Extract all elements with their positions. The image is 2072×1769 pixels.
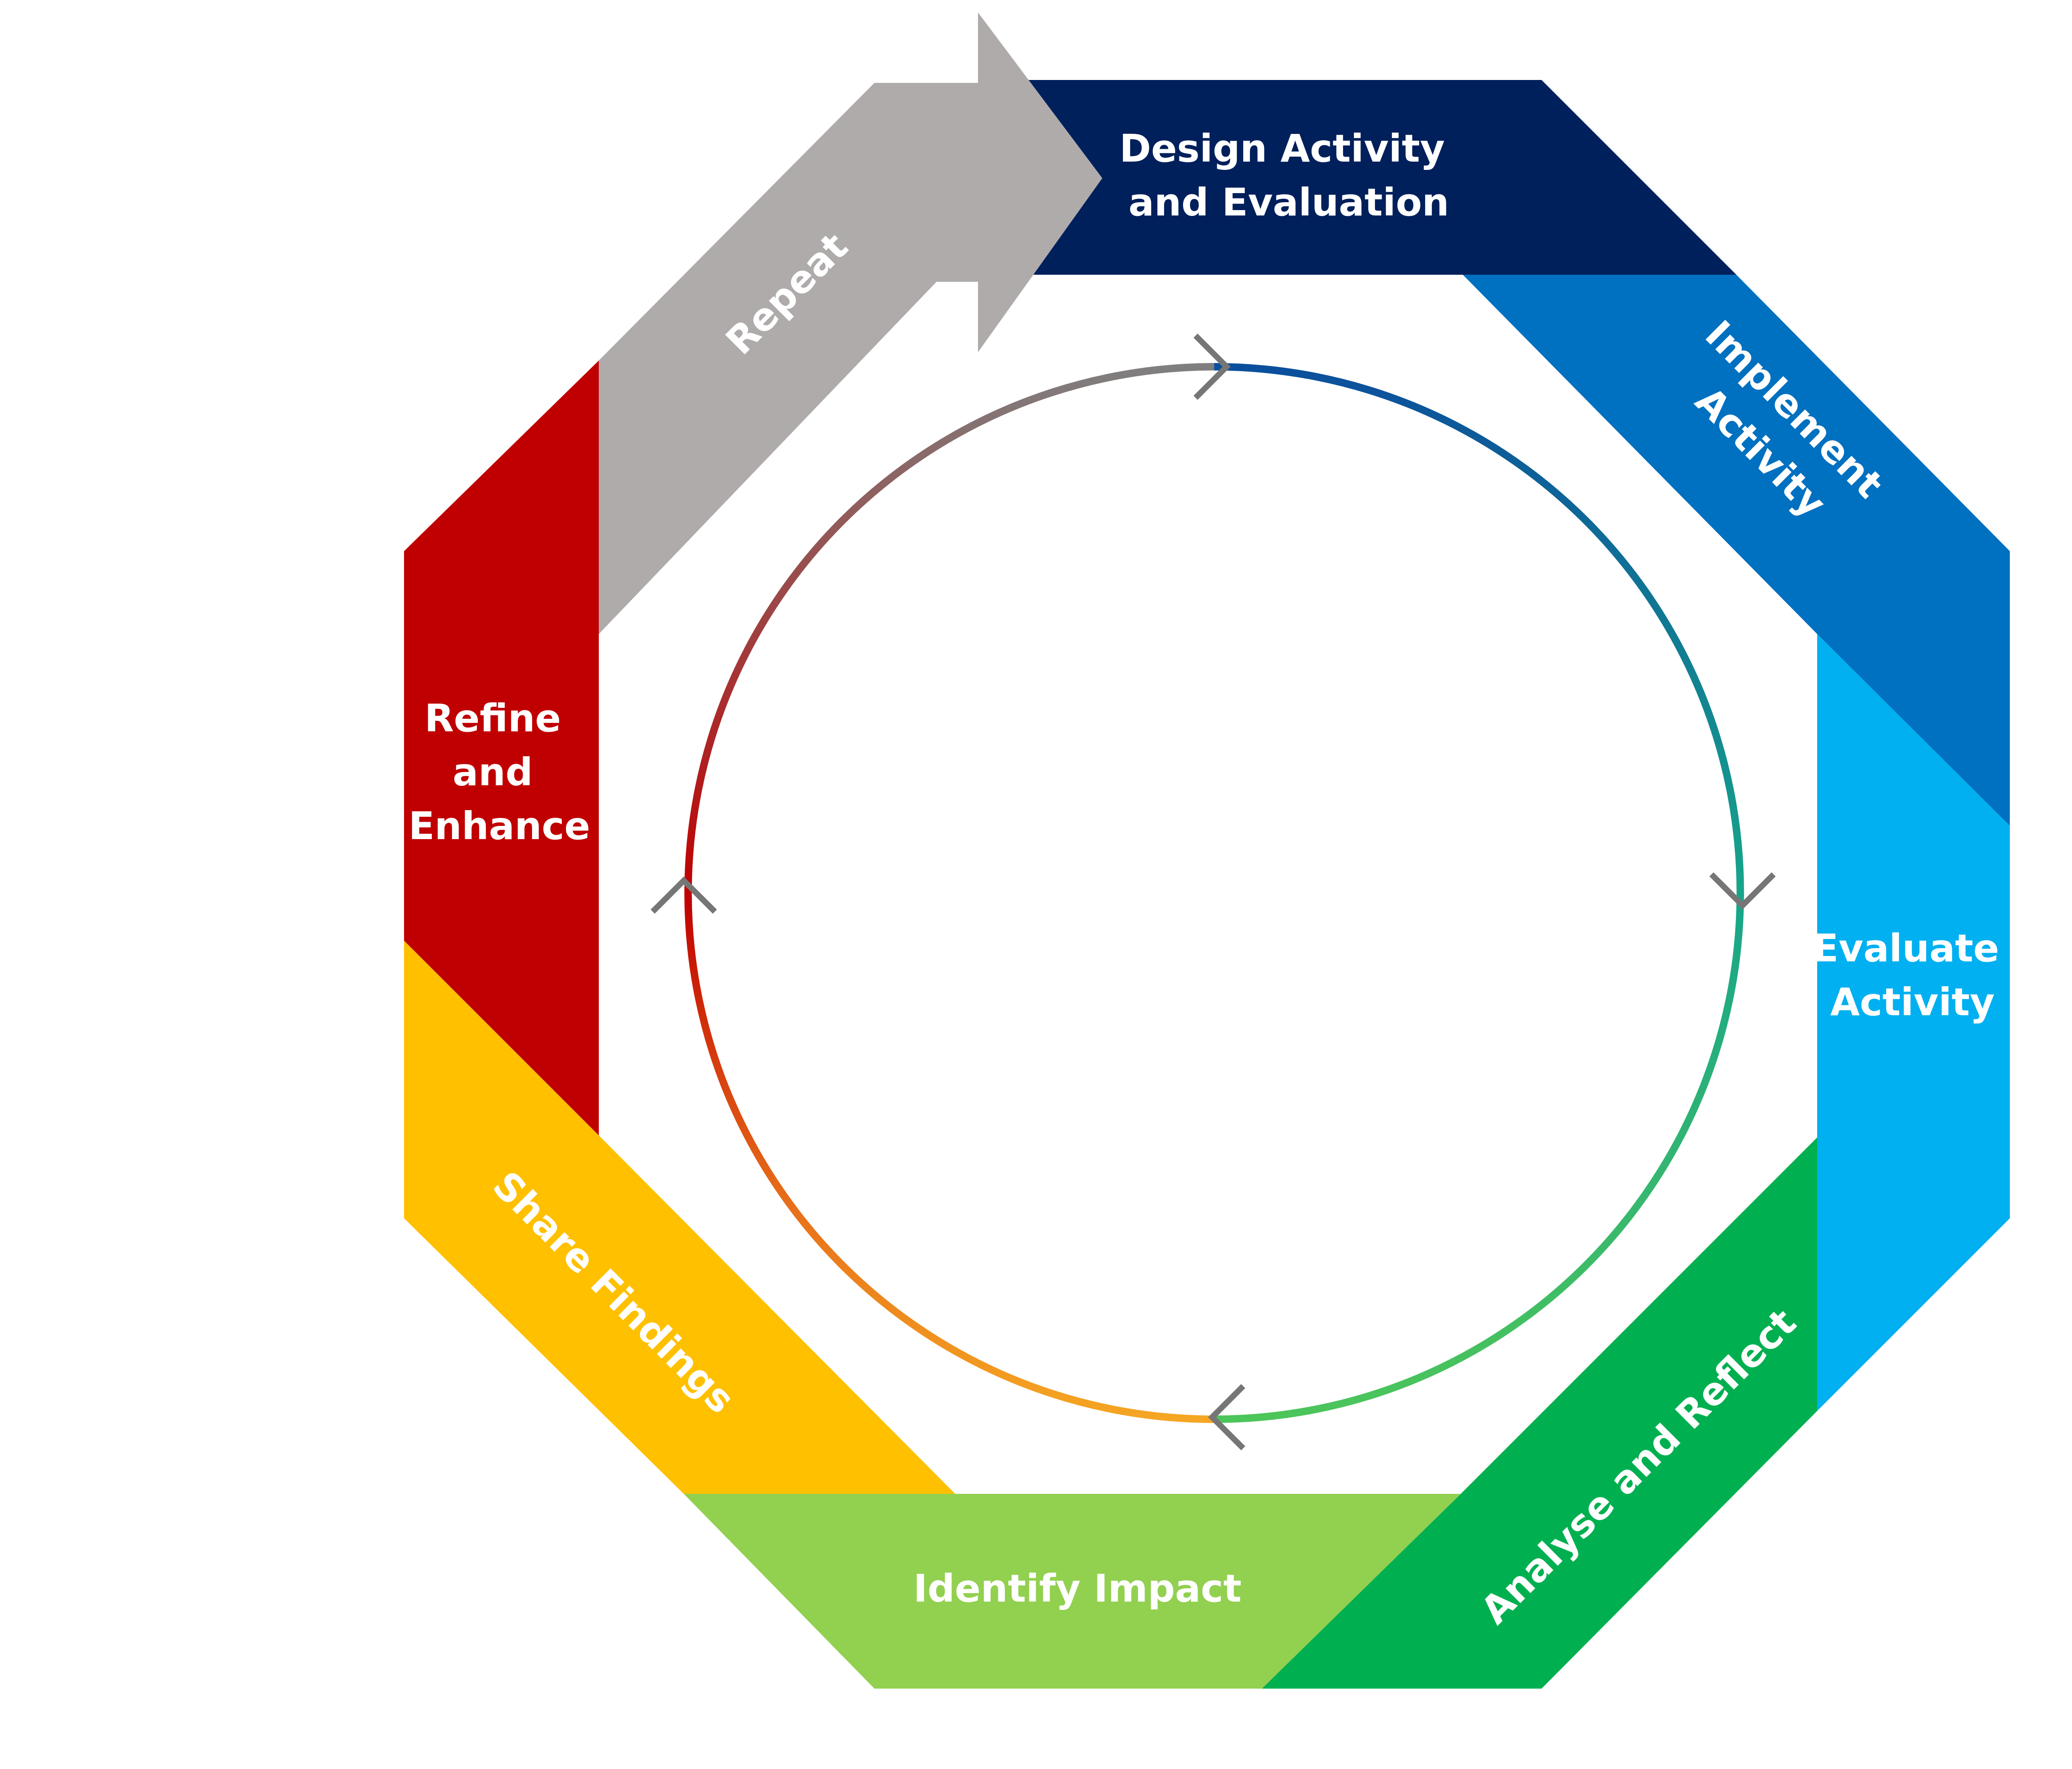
- label-evaluate: Evaluate Activity: [1813, 926, 2012, 1024]
- label-refine-line-2: and: [453, 750, 533, 794]
- label-design: Design Activity and Evaluation: [1119, 126, 1458, 225]
- label-evaluate-line-2: Activity: [1830, 980, 1995, 1024]
- segment-analyse: [1262, 1137, 1817, 1689]
- label-evaluate-line-1: Evaluate: [1813, 926, 1999, 970]
- segment-implement: [1463, 275, 2010, 826]
- cycle-arrow-top: [1193, 334, 1231, 400]
- segment-identify: [684, 1494, 1461, 1689]
- segment-evaluate: [1817, 634, 2010, 1411]
- cycle-arc-left: [684, 363, 1215, 1423]
- label-design-line-2: and Evaluation: [1128, 180, 1449, 225]
- label-identify: Identify Impact: [913, 1566, 1242, 1611]
- segment-design: [1024, 80, 1736, 275]
- label-refine-line-1: Refine: [424, 696, 561, 741]
- label-design-line-1: Design Activity: [1119, 126, 1445, 171]
- segment-repeat: [599, 12, 1102, 634]
- label-refine-line-3: Enhance: [409, 804, 590, 848]
- segment-refine: [404, 361, 599, 1135]
- cycle-arrow-bottom: [1208, 1384, 1245, 1450]
- label-refine: Refine and Enhance: [409, 696, 590, 848]
- cycle-arc-right: [1214, 363, 1744, 1423]
- cycle-arrow-left: [651, 876, 717, 914]
- segment-share: [404, 941, 955, 1494]
- label-identify-line-1: Identify Impact: [913, 1566, 1242, 1611]
- cycle-arrow-right: [1709, 872, 1776, 910]
